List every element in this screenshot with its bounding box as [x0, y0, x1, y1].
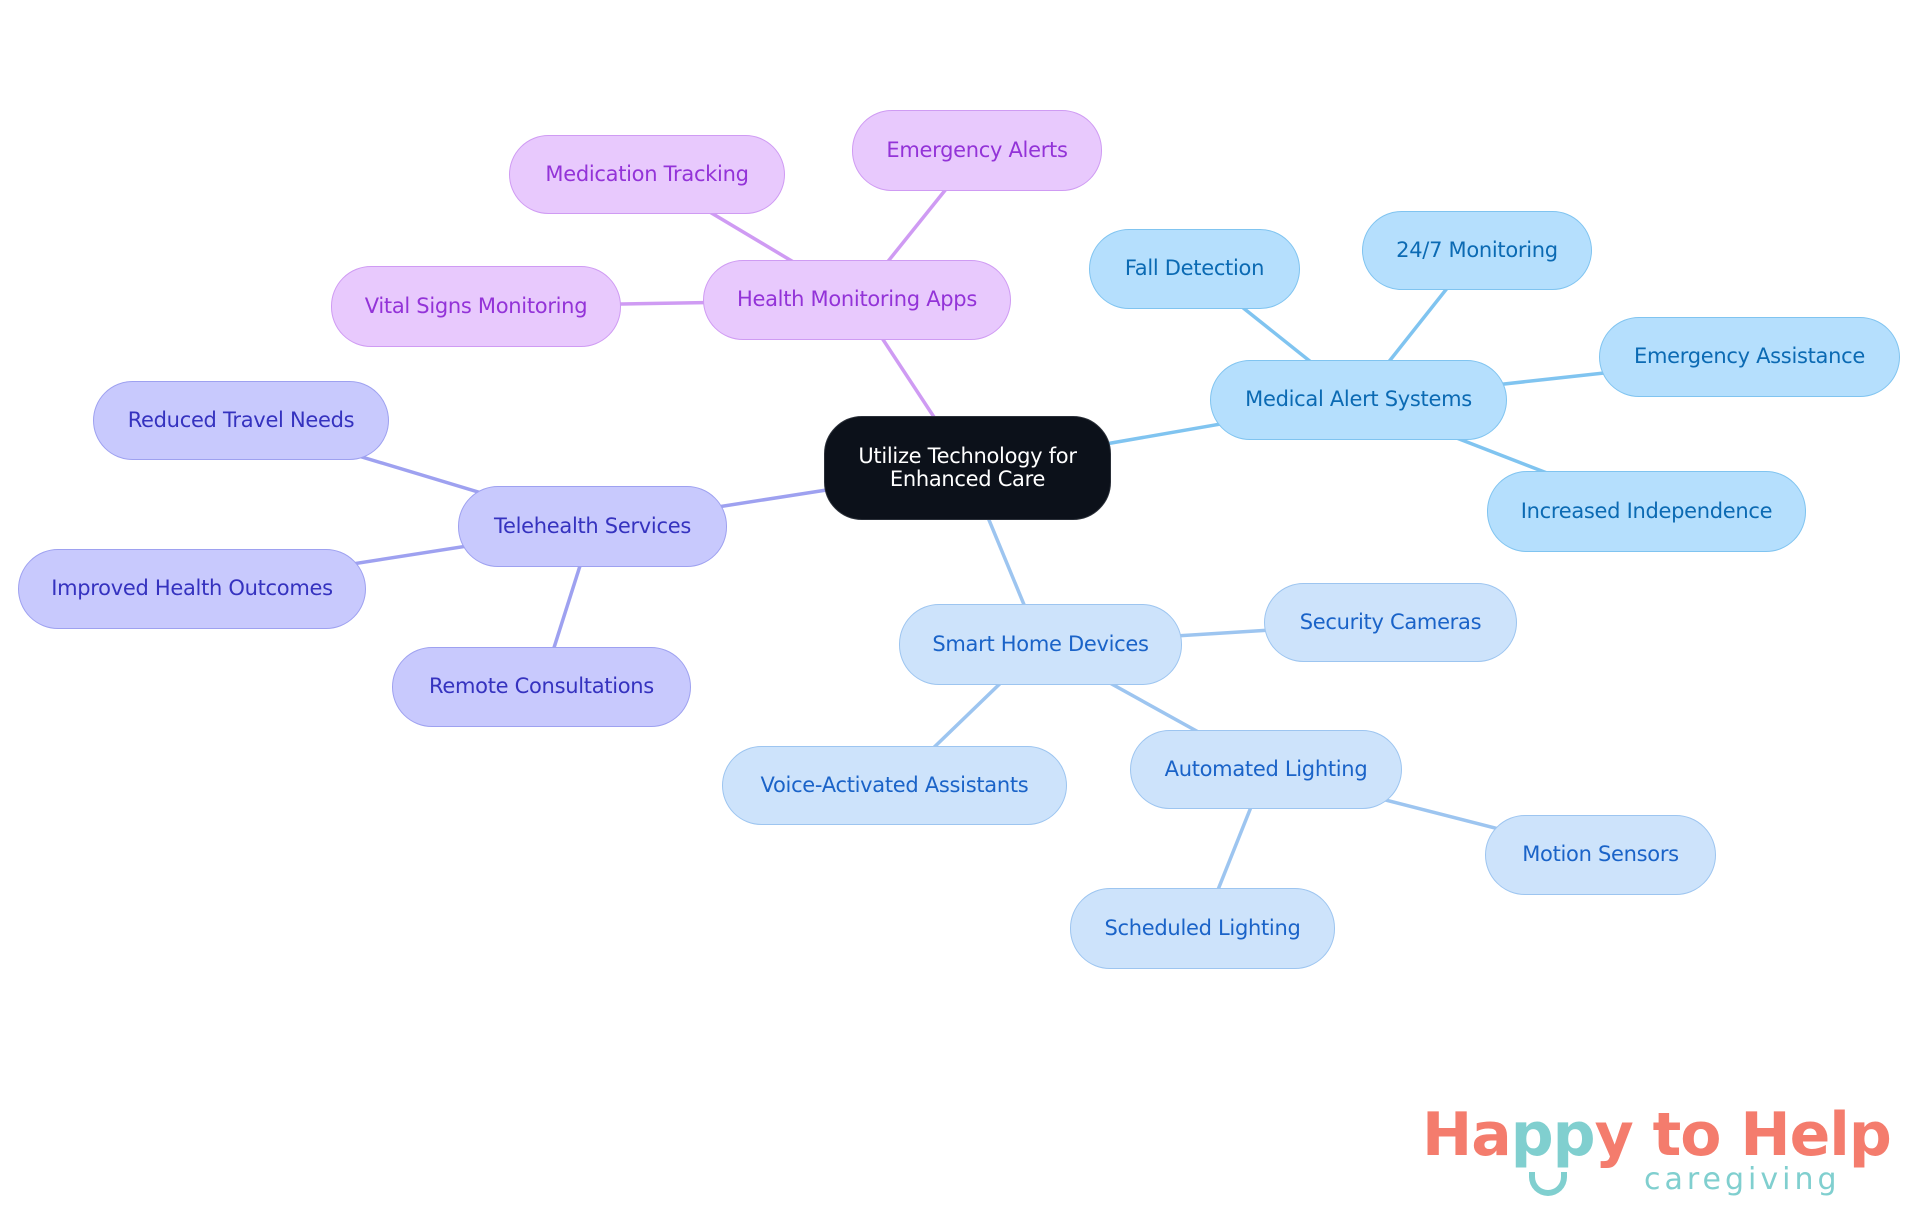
node-reduced-travel-needs[interactable]: Reduced Travel Needs: [93, 381, 389, 460]
node-security-cameras[interactable]: Security Cameras: [1264, 583, 1517, 662]
logo-subtitle: caregiving: [1644, 1162, 1841, 1197]
node-motion-sensors[interactable]: Motion Sensors: [1485, 815, 1716, 895]
node-vital-signs-monitoring[interactable]: Vital Signs Monitoring: [331, 266, 621, 347]
node-scheduled-lighting[interactable]: Scheduled Lighting: [1070, 888, 1335, 969]
node-fall-detection[interactable]: Fall Detection: [1089, 229, 1300, 309]
logo-wordmark: Happy to Help: [1422, 1100, 1892, 1170]
root-node[interactable]: Utilize Technology for Enhanced Care: [824, 416, 1111, 520]
node-health-monitoring-apps[interactable]: Health Monitoring Apps: [703, 260, 1011, 340]
happy-to-help-logo: Happy to Help caregiving: [1418, 1100, 1892, 1200]
node-improved-health-outcomes[interactable]: Improved Health Outcomes: [18, 549, 366, 629]
node-emergency-assistance[interactable]: Emergency Assistance: [1599, 317, 1900, 397]
node-voice-activated-assistants[interactable]: Voice-Activated Assistants: [722, 746, 1067, 825]
node-automated-lighting[interactable]: Automated Lighting: [1130, 730, 1402, 809]
smile-icon: [1529, 1172, 1567, 1196]
node-increased-independence[interactable]: Increased Independence: [1487, 471, 1806, 552]
node-remote-consultations[interactable]: Remote Consultations: [392, 647, 691, 727]
node-telehealth-services[interactable]: Telehealth Services: [458, 486, 727, 567]
node-medication-tracking[interactable]: Medication Tracking: [509, 135, 785, 214]
node-medical-alert-systems[interactable]: Medical Alert Systems: [1210, 360, 1507, 440]
node-smart-home-devices[interactable]: Smart Home Devices: [899, 604, 1182, 685]
node-emergency-alerts[interactable]: Emergency Alerts: [852, 110, 1102, 191]
node-24-7-monitoring[interactable]: 24/7 Monitoring: [1362, 211, 1592, 290]
